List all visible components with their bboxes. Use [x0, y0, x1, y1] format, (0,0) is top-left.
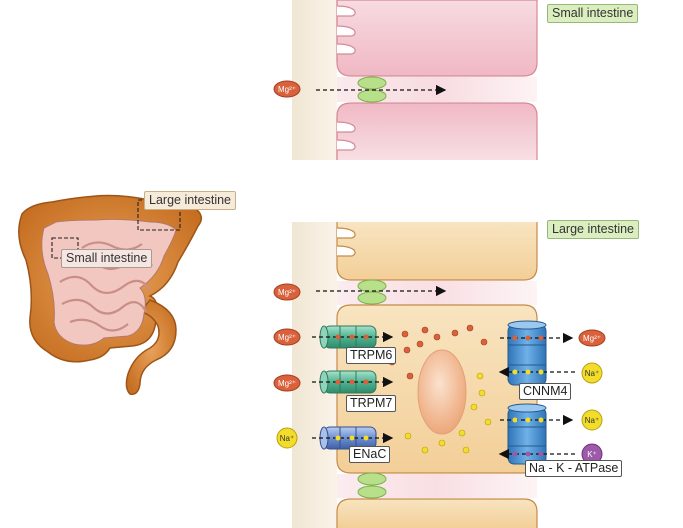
enterocyte-upper [336, 0, 538, 77]
large-intestine-panel: Mg²⁺ Mg²⁺ Mg²⁺ [273, 222, 606, 528]
small-intestine-panel-label: Small intestine [547, 4, 639, 23]
tight-junction-bottom [357, 291, 387, 305]
basolateral-folds [336, 227, 356, 257]
svg-text:Mg²⁺: Mg²⁺ [583, 334, 601, 343]
organ-large-intestine-label: Large intestine [144, 191, 237, 210]
colonocyte-upper [336, 222, 538, 281]
small-intestine-highlight [51, 237, 79, 259]
svg-text:Mg²⁺: Mg²⁺ [278, 333, 296, 342]
svg-text:Na⁺: Na⁺ [585, 369, 599, 378]
cnnm4-label: CNNM4 [519, 383, 572, 400]
tight-junction-top [357, 472, 387, 486]
svg-text:K⁺: K⁺ [587, 450, 597, 459]
na-k-atpase-pump [507, 403, 547, 465]
tight-junction-bottom [357, 485, 387, 499]
basal-side [292, 0, 337, 160]
mg-ion: Mg²⁺ [273, 80, 301, 98]
svg-text:Mg²⁺: Mg²⁺ [278, 85, 296, 94]
tight-junction-top [357, 76, 387, 90]
svg-text:Na⁺: Na⁺ [280, 434, 294, 443]
colonocyte-lower [336, 498, 538, 528]
trpm6-label: TRPM6 [346, 347, 397, 364]
mg-ion: Mg²⁺ [273, 374, 301, 392]
intestine-organ-illustration [18, 194, 203, 396]
large-intestine-panel-label: Large intestine [547, 220, 640, 239]
enterocyte-lower [336, 102, 538, 160]
svg-text:Na⁺: Na⁺ [585, 416, 599, 425]
cnnm4-transporter [507, 320, 547, 386]
na-ion: Na⁺ [581, 362, 603, 384]
svg-text:Mg²⁺: Mg²⁺ [278, 379, 296, 388]
na-ion: Na⁺ [581, 409, 603, 431]
organ-small-intestine-label: Small intestine [61, 249, 153, 268]
tight-junction-bottom [357, 89, 387, 103]
na-k-atpase-label: Na - K - ATPase [525, 460, 623, 477]
mg-ion: Mg²⁺ [273, 328, 301, 346]
small-intestine-panel: Mg²⁺ [273, 0, 538, 160]
intracellular-na-dots [404, 372, 492, 454]
tight-junction-top [357, 279, 387, 293]
enac-label: ENaC [349, 446, 391, 463]
mg-ion: Mg²⁺ [578, 329, 606, 347]
svg-text:Mg²⁺: Mg²⁺ [278, 288, 296, 297]
trpm7-label: TRPM7 [346, 395, 397, 412]
basolateral-folds-upper [336, 0, 356, 62]
nucleus [417, 349, 467, 435]
na-ion: Na⁺ [276, 427, 298, 449]
basolateral-folds-lower [336, 118, 356, 160]
mg-ion: Mg²⁺ [273, 283, 301, 301]
